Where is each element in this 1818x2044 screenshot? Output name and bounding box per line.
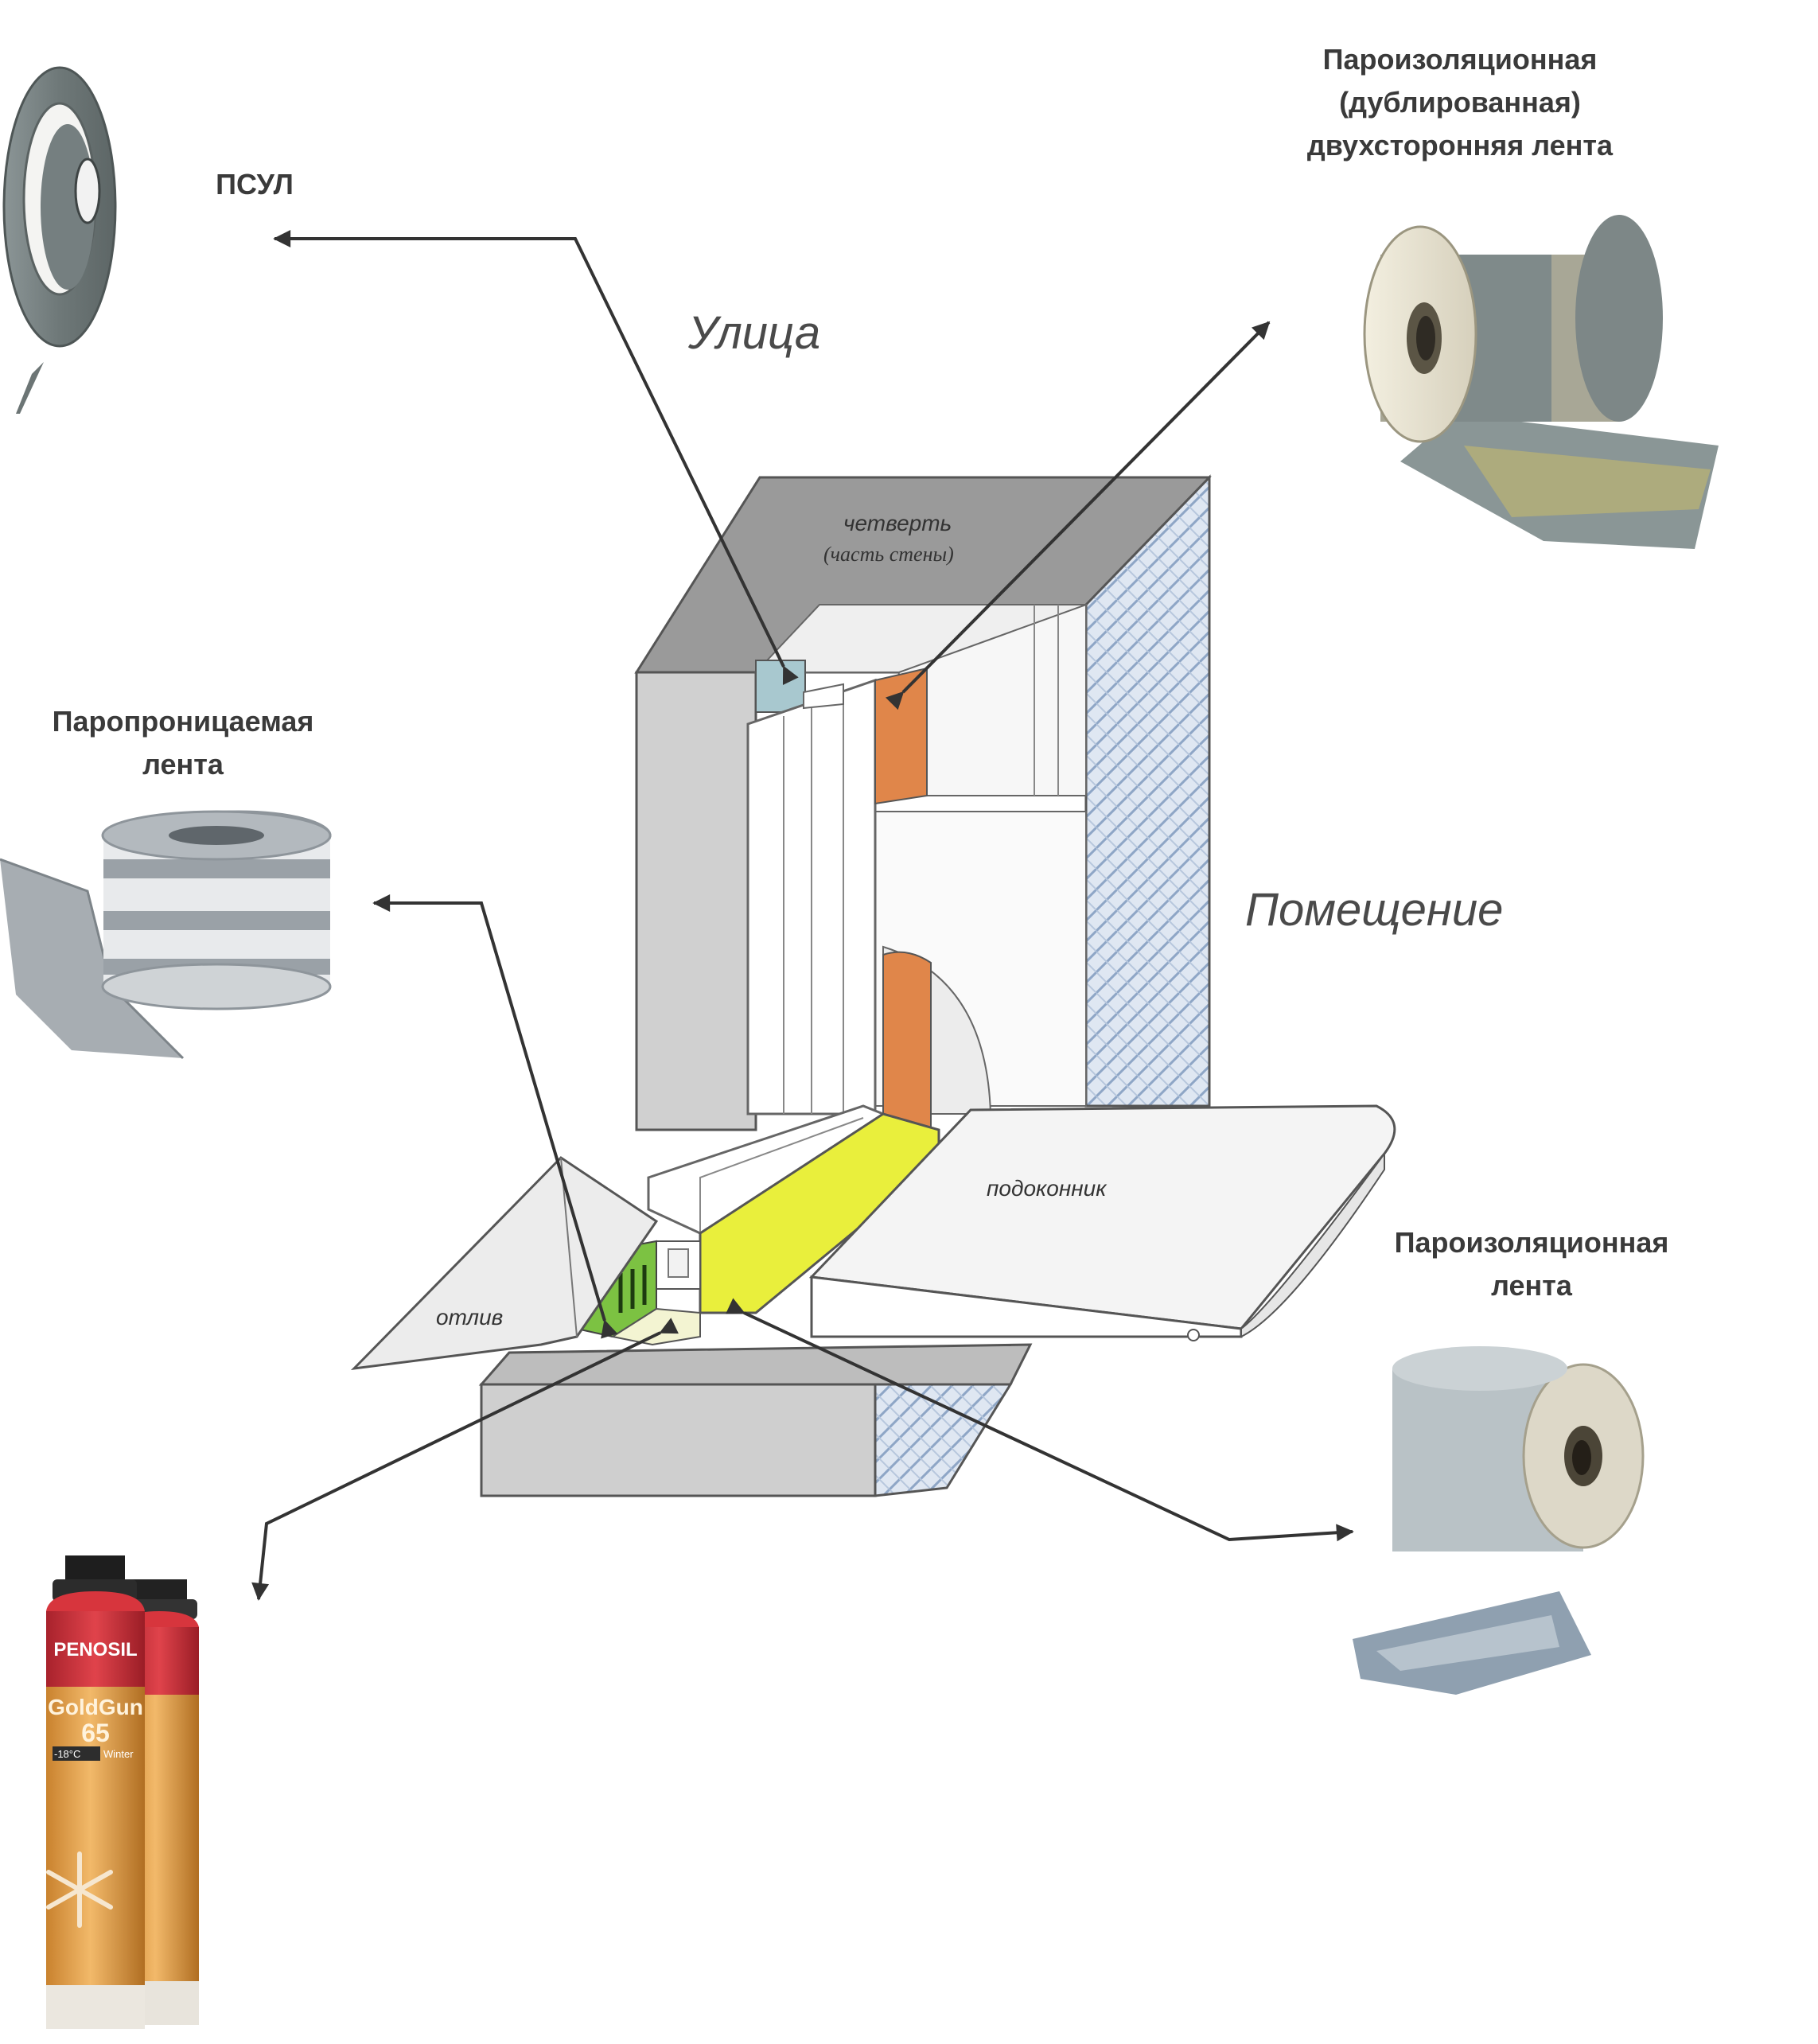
zone-outside: Улица xyxy=(688,307,821,359)
psul-roll-image xyxy=(2,66,117,414)
vapor-double-arrow xyxy=(885,321,1271,711)
label-permeable-line1: Паропроницаемая xyxy=(52,705,314,738)
zone-room: Помещение xyxy=(1245,884,1504,936)
label-vapor-double-line2: (дублированная) xyxy=(1339,86,1581,119)
part-sill: подоконник xyxy=(987,1176,1107,1201)
can-number: 65 xyxy=(81,1719,110,1747)
label-permeable-line2: лента xyxy=(142,748,224,781)
vapor-double-roll-image xyxy=(1363,215,1719,549)
label-vapor-double: Пароизоляционная (дублированная) двухсто… xyxy=(1225,38,1695,167)
label-vapor-double-line3: двухсторонняя лента xyxy=(1306,129,1614,162)
vapor-arrow xyxy=(726,1298,1354,1542)
label-vapor-line2: лента xyxy=(1491,1269,1572,1302)
foam-arrow xyxy=(251,1318,679,1601)
arrows xyxy=(251,230,1354,1601)
window-cutaway-drawing xyxy=(350,474,1396,1497)
foam-can-image xyxy=(46,1555,199,2029)
permeable-roll-image xyxy=(0,810,332,1060)
label-vapor-line1: Пароизоляционная xyxy=(1394,1226,1669,1259)
label-psul: ПСУЛ xyxy=(216,168,294,201)
can-product: GoldGun xyxy=(48,1695,143,1719)
label-vapor-double-line1: Пароизоляционная xyxy=(1322,43,1598,76)
part-quarter-sub: (часть стены) xyxy=(823,543,954,566)
label-vapor: Пароизоляционная лента xyxy=(1337,1221,1727,1307)
vapor-roll-image xyxy=(1353,1346,1645,1695)
can-brand: PENOSIL xyxy=(53,1639,138,1661)
part-drip: отлив xyxy=(436,1305,504,1330)
can-temp: -18°C xyxy=(54,1748,81,1760)
can-season: Winter xyxy=(103,1748,134,1760)
part-quarter: четверть xyxy=(843,511,952,535)
permeable-arrow xyxy=(372,894,618,1339)
label-permeable: Паропроницаемая лента xyxy=(0,700,366,786)
psul-arrow xyxy=(273,230,799,685)
